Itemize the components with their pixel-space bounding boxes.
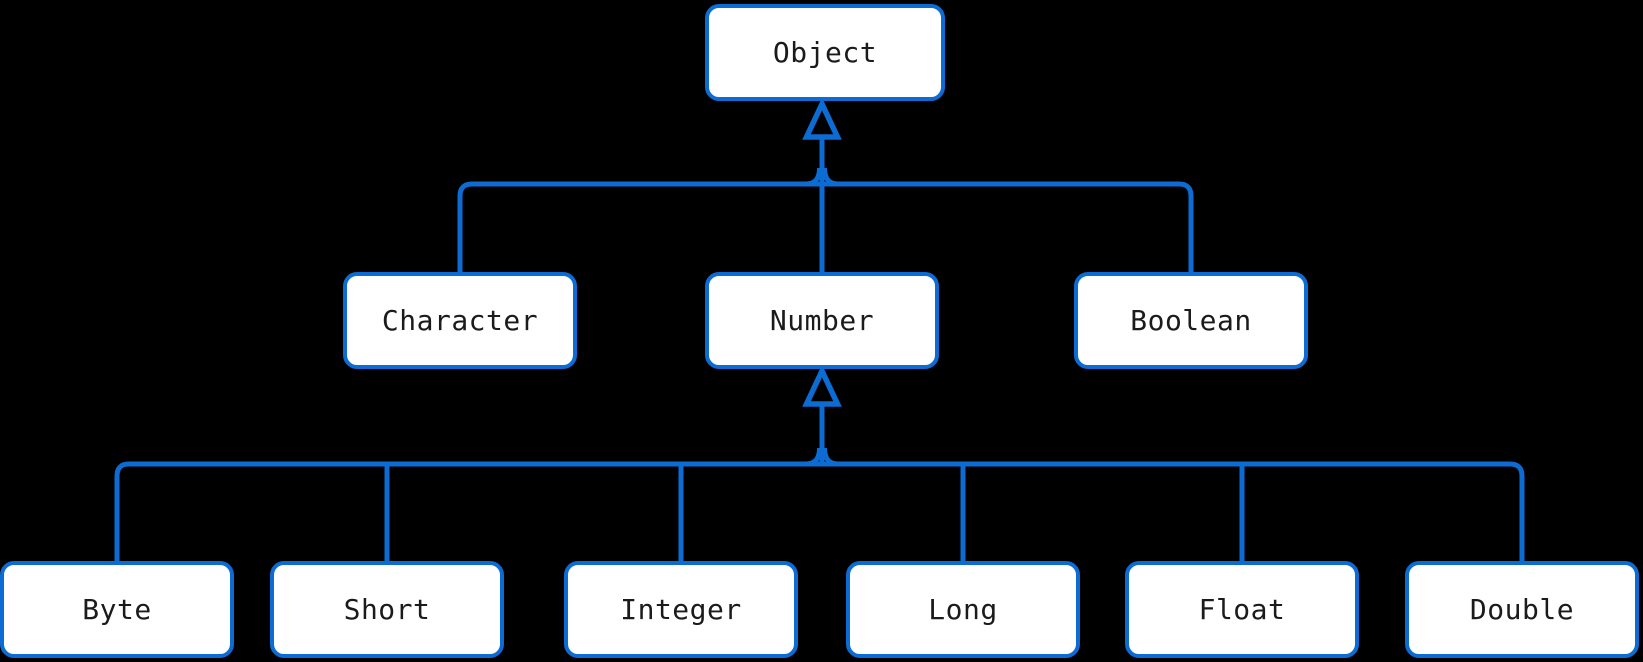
node-byte-label: Byte	[82, 593, 152, 626]
edge-junction-fillet-left-top	[805, 167, 822, 187]
node-boolean: Boolean	[1074, 272, 1308, 369]
edge-junction-fillet-left-bottom	[805, 447, 822, 467]
node-number: Number	[705, 272, 939, 369]
inheritance-arrowhead-object	[802, 97, 842, 140]
node-float-label: Float	[1198, 593, 1286, 626]
edge-junction-fillet-right-bottom	[822, 447, 839, 467]
edge-junction-fillet-right-top	[822, 167, 839, 187]
node-long: Long	[846, 561, 1080, 658]
node-integer: Integer	[564, 561, 798, 658]
node-float: Float	[1125, 561, 1359, 658]
node-long-label: Long	[928, 593, 998, 626]
node-byte: Byte	[0, 561, 234, 658]
node-object-label: Object	[772, 36, 878, 69]
node-character: Character	[343, 272, 577, 369]
edge-character-boolean-bus	[457, 181, 1194, 272]
node-character-label: Character	[381, 304, 539, 337]
node-short-label: Short	[343, 593, 431, 626]
node-boolean-label: Boolean	[1130, 304, 1252, 337]
node-number-label: Number	[769, 304, 875, 337]
node-short: Short	[270, 561, 504, 658]
node-integer-label: Integer	[620, 593, 742, 626]
node-double-label: Double	[1469, 593, 1575, 626]
node-object: Object	[705, 4, 945, 101]
node-double: Double	[1405, 561, 1639, 658]
edge-bottom-bus	[114, 461, 1525, 561]
inheritance-arrowhead-number	[802, 364, 842, 407]
